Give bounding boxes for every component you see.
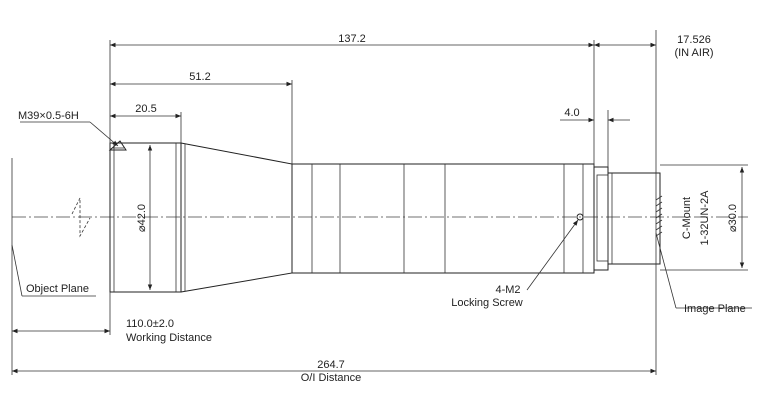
mount-thread-label: 1-32UN-2A bbox=[699, 190, 711, 246]
front-diameter-label: ⌀42.0 bbox=[136, 204, 148, 232]
image-plane-label: Image Plane bbox=[684, 303, 746, 315]
extension-lines bbox=[109, 40, 748, 335]
screw-label: Locking Screw bbox=[451, 297, 523, 309]
thread-spec-label: M39×0.5-6H bbox=[18, 110, 79, 122]
front-section-label: 20.5 bbox=[135, 103, 156, 115]
total-length-label: 137.2 bbox=[338, 33, 366, 45]
working-distance-value: 110.0±2.0 bbox=[126, 318, 174, 330]
back-focal-note: (IN AIR) bbox=[674, 47, 713, 59]
oi-distance-label: O/I Distance bbox=[301, 372, 362, 384]
lens-body bbox=[108, 140, 661, 293]
oi-distance-value: 264.7 bbox=[317, 359, 345, 371]
image-plane bbox=[655, 30, 752, 375]
working-distance-label: Working Distance bbox=[126, 332, 212, 344]
object-plane-label: Object Plane bbox=[26, 283, 89, 295]
object-plane bbox=[11, 158, 96, 375]
back-focal-label: 17.526 bbox=[677, 34, 711, 46]
front-to-shoulder-label: 51.2 bbox=[189, 71, 210, 83]
locking-offset-label: 4.0 bbox=[564, 107, 579, 119]
screw-spec-label: 4-M2 bbox=[495, 284, 520, 296]
mount-type-label: C-Mount bbox=[681, 197, 693, 239]
mount-diameter-label: ⌀30.0 bbox=[727, 204, 739, 232]
